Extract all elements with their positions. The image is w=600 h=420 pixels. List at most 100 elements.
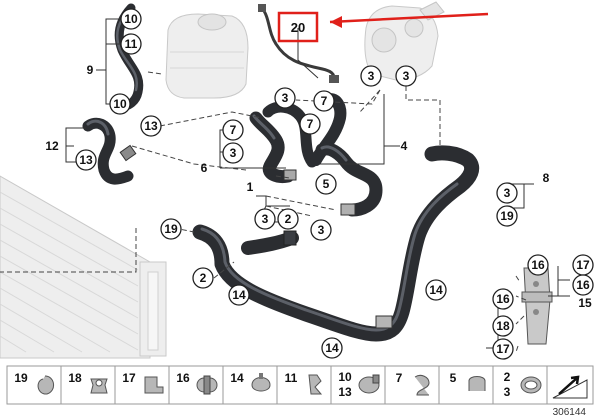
svg-text:7: 7 bbox=[230, 123, 237, 137]
radiator-ghost bbox=[0, 175, 167, 359]
svg-text:18: 18 bbox=[496, 319, 510, 333]
svg-text:3: 3 bbox=[282, 91, 289, 105]
holder-clip-icon bbox=[468, 376, 486, 391]
svg-text:19: 19 bbox=[500, 209, 514, 223]
callout-10-top: 10 bbox=[120, 8, 142, 30]
svg-text:11: 11 bbox=[125, 37, 138, 51]
svg-text:5: 5 bbox=[323, 177, 330, 191]
svg-text:8: 8 bbox=[543, 171, 550, 185]
highlight-20 bbox=[277, 11, 489, 43]
label-9: 9 bbox=[87, 63, 94, 77]
callout-17-a: 17 bbox=[572, 254, 594, 276]
callout-16-a: 16 bbox=[527, 254, 549, 276]
svg-text:3: 3 bbox=[230, 146, 237, 160]
spring-clamp-icon bbox=[37, 375, 54, 395]
callout-13-a: 13 bbox=[140, 115, 162, 137]
callout-3-f: 3 bbox=[310, 219, 332, 241]
svg-text:1: 1 bbox=[247, 180, 254, 194]
legend-label: 7 bbox=[396, 371, 403, 385]
legend-item-bent-clip: 11 bbox=[276, 365, 332, 405]
hose-12 bbox=[82, 117, 137, 185]
label-12: 12 bbox=[45, 139, 59, 153]
label-6: 6 bbox=[201, 161, 208, 175]
legend-label: 2 bbox=[504, 370, 511, 384]
callout-19-b: 19 bbox=[160, 218, 182, 240]
svg-text:14: 14 bbox=[232, 288, 246, 302]
svg-text:3: 3 bbox=[504, 186, 511, 200]
legend-item-expansion-rivet: 18 bbox=[60, 365, 116, 405]
hose-clamp-icon bbox=[196, 375, 218, 395]
legend-label: 10 bbox=[338, 370, 352, 384]
callout-14-a: 14 bbox=[228, 284, 250, 306]
svg-text:20: 20 bbox=[291, 20, 305, 35]
legend-item-holder-clip: 5 bbox=[438, 365, 494, 405]
legend-item-bracket-clip: 17 bbox=[114, 365, 170, 405]
svg-text:3: 3 bbox=[318, 223, 325, 237]
diagram-id: 306144 bbox=[553, 407, 587, 418]
svg-text:2: 2 bbox=[200, 271, 207, 285]
leader-lines bbox=[0, 18, 570, 353]
callout-7-b: 7 bbox=[299, 113, 321, 135]
svg-text:12: 12 bbox=[45, 139, 59, 153]
snap-clamp-icon bbox=[520, 376, 542, 394]
callout-14-c: 14 bbox=[321, 337, 343, 359]
callout-3-a: 3 bbox=[360, 65, 382, 87]
callout-18: 18 bbox=[492, 315, 514, 337]
callout-3-e: 3 bbox=[254, 208, 276, 230]
callout-3-g: 3 bbox=[496, 182, 518, 204]
hose-14 bbox=[192, 145, 480, 342]
svg-text:15: 15 bbox=[578, 296, 592, 310]
svg-text:10: 10 bbox=[124, 12, 138, 26]
label-15: 15 bbox=[578, 296, 592, 310]
legend-item-spring-clip: 7 bbox=[384, 365, 440, 405]
callout-7-c: 7 bbox=[222, 119, 244, 141]
hose-5 bbox=[315, 142, 383, 217]
callout-7-a: 7 bbox=[313, 90, 335, 112]
sensor-wire-20 bbox=[258, 4, 339, 83]
legend-label: 18 bbox=[68, 371, 82, 385]
svg-text:10: 10 bbox=[113, 97, 127, 111]
thermostat-housing-ghost bbox=[364, 1, 445, 81]
bracket-15 bbox=[521, 267, 553, 345]
callout-3-d: 3 bbox=[222, 142, 244, 164]
callout-2-a: 2 bbox=[277, 208, 299, 230]
spring-clip-icon bbox=[414, 374, 430, 396]
svg-text:3: 3 bbox=[403, 69, 410, 83]
band-clamp-icon bbox=[358, 374, 380, 394]
svg-text:3: 3 bbox=[262, 212, 269, 226]
legend-label: 14 bbox=[230, 371, 244, 385]
expansion-rivet-icon bbox=[90, 378, 108, 394]
legend-label-secondary: 13 bbox=[338, 385, 352, 399]
callout-3-c: 3 bbox=[274, 87, 296, 109]
legend-item-snap-clamp: 23 bbox=[492, 365, 548, 405]
label-1: 1 bbox=[247, 180, 254, 194]
svg-text:17: 17 bbox=[576, 258, 590, 272]
svg-text:4: 4 bbox=[401, 139, 408, 153]
callout-13-b: 13 bbox=[75, 149, 97, 171]
callout-3-b: 3 bbox=[395, 65, 417, 87]
svg-text:14: 14 bbox=[325, 341, 339, 355]
svg-text:6: 6 bbox=[201, 161, 208, 175]
callout-5: 5 bbox=[315, 173, 337, 195]
bracket-clip-icon bbox=[144, 376, 164, 394]
hose-clip-icon bbox=[251, 373, 271, 392]
legend-item-spring-clamp: 19 bbox=[6, 365, 62, 405]
legend-item-hose-clip: 14 bbox=[222, 365, 278, 405]
svg-text:19: 19 bbox=[164, 222, 178, 236]
svg-text:7: 7 bbox=[307, 117, 314, 131]
svg-text:16: 16 bbox=[496, 292, 510, 306]
expansion-tank-ghost bbox=[165, 13, 249, 99]
legend-label: 5 bbox=[450, 371, 457, 385]
svg-text:14: 14 bbox=[429, 283, 443, 297]
svg-text:13: 13 bbox=[144, 119, 158, 133]
svg-text:7: 7 bbox=[321, 94, 328, 108]
bent-clip-icon bbox=[308, 374, 323, 395]
svg-text:9: 9 bbox=[87, 63, 94, 77]
callout-16-c: 16 bbox=[492, 288, 514, 310]
callout-10-bottom: 10 bbox=[109, 93, 131, 115]
svg-text:3: 3 bbox=[368, 69, 375, 83]
callout-19-a: 19 bbox=[496, 205, 518, 227]
